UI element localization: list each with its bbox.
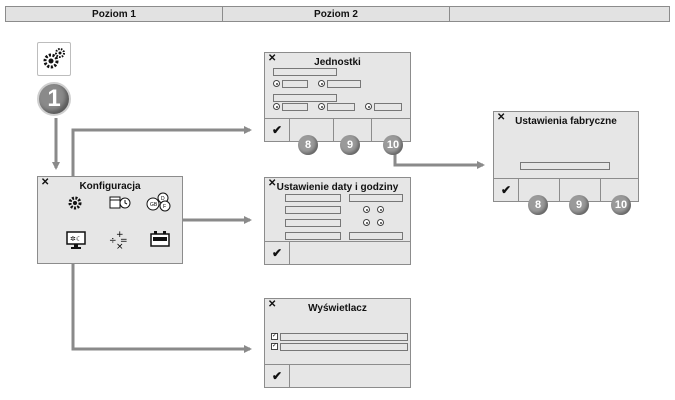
- units-field[interactable]: [282, 80, 308, 88]
- svg-text:✲☾: ✲☾: [70, 235, 82, 243]
- header-col-1-label: Poziom 1: [92, 8, 136, 20]
- svg-text:+: +: [116, 230, 124, 240]
- header-col-2-label: Poziom 2: [314, 8, 358, 20]
- units-badge-8: 8: [298, 135, 318, 155]
- brightness-icon[interactable]: ✲☾: [64, 230, 88, 253]
- datetime-button-row: ✔: [265, 241, 410, 264]
- check-icon: ✔: [271, 123, 283, 137]
- datetime-radio[interactable]: [377, 206, 384, 213]
- factory-badge-8: 8: [528, 195, 548, 215]
- header-col-2: Poziom 2: [223, 6, 450, 22]
- config-close-icon[interactable]: ✕: [41, 177, 50, 188]
- display-ok-button[interactable]: ✔: [265, 365, 290, 387]
- display-window: ✕ Wyświetlacz ✓ ✓ ✔: [264, 298, 411, 388]
- units-button-row: ✔: [265, 118, 410, 141]
- display-title: Wyświetlacz: [308, 303, 367, 314]
- svg-text:D: D: [161, 196, 165, 202]
- datetime-field[interactable]: [349, 232, 403, 240]
- arrow-config-to-units: [71, 126, 252, 192]
- check-icon: ✔: [271, 369, 283, 383]
- datetime-ok-button[interactable]: ✔: [265, 242, 290, 264]
- svg-text:÷: ÷: [109, 236, 117, 246]
- check-icon: ✔: [500, 183, 512, 197]
- units-ok-button[interactable]: ✔: [265, 119, 290, 141]
- units-radio[interactable]: [273, 80, 280, 87]
- datetime-field[interactable]: [285, 206, 341, 214]
- units-radio[interactable]: [365, 103, 372, 110]
- units-radio[interactable]: [273, 103, 280, 110]
- units-window: ✕ Jednostki ✔: [264, 52, 411, 142]
- svg-text:F: F: [163, 204, 166, 210]
- units-field[interactable]: [374, 103, 402, 111]
- svg-text:=: =: [120, 236, 128, 246]
- step-number: 1: [37, 82, 71, 116]
- datetime-close-icon[interactable]: ✕: [268, 178, 277, 189]
- units-icon[interactable]: [65, 194, 85, 215]
- units-button-9[interactable]: [333, 119, 372, 141]
- display-checkbox[interactable]: ✓: [271, 343, 278, 350]
- units-field[interactable]: [282, 103, 308, 111]
- arrow-config-to-display: [71, 248, 252, 353]
- svg-text:×: ×: [116, 242, 124, 249]
- units-radio[interactable]: [318, 80, 325, 87]
- config-title: Konfiguracja: [79, 181, 141, 192]
- factory-ok-button[interactable]: ✔: [494, 179, 519, 201]
- units-close-icon[interactable]: ✕: [268, 53, 277, 64]
- date-time-icon[interactable]: [109, 195, 131, 214]
- datetime-radio[interactable]: [363, 206, 370, 213]
- display-close-icon[interactable]: ✕: [268, 299, 277, 310]
- arrow-units-to-factory: [393, 152, 485, 169]
- datetime-field[interactable]: [285, 194, 341, 202]
- units-badge-10: 10: [383, 135, 403, 155]
- factory-button-row: ✔: [494, 178, 638, 201]
- units-field[interactable]: [273, 94, 337, 102]
- battery-icon[interactable]: [149, 230, 171, 251]
- display-button-row: ✔: [265, 364, 410, 387]
- datetime-window: ✕ Ustawienie daty i godziny ✔: [264, 177, 411, 265]
- gear-icon: [43, 48, 65, 69]
- units-field[interactable]: [273, 68, 337, 76]
- check-icon: ✔: [271, 246, 283, 260]
- header-col-1: Poziom 1: [5, 6, 223, 22]
- factory-button-9[interactable]: [559, 179, 601, 201]
- units-badge-9: 9: [340, 135, 360, 155]
- factory-field[interactable]: [520, 162, 610, 170]
- units-title: Jednostki: [314, 57, 361, 68]
- settings-gear-icon-box[interactable]: [37, 42, 71, 76]
- svg-text:GB: GB: [150, 202, 158, 208]
- display-checkbox[interactable]: ✓: [271, 333, 278, 340]
- units-field[interactable]: [327, 80, 361, 88]
- datetime-radio[interactable]: [377, 219, 384, 226]
- factory-window: ✕ Ustawienia fabryczne ✔: [493, 111, 639, 202]
- datetime-field[interactable]: [349, 194, 403, 202]
- header-col-3: [450, 6, 670, 22]
- factory-badge-10: 10: [611, 195, 631, 215]
- display-field[interactable]: [280, 343, 408, 351]
- datetime-radio[interactable]: [363, 219, 370, 226]
- units-radio[interactable]: [318, 103, 325, 110]
- units-field[interactable]: [327, 103, 355, 111]
- datetime-title: Ustawienie daty i godziny: [276, 182, 399, 193]
- datetime-field[interactable]: [285, 232, 341, 240]
- units-button-8[interactable]: [289, 119, 334, 141]
- factory-title: Ustawienia fabryczne: [515, 116, 617, 127]
- display-field[interactable]: [280, 333, 408, 341]
- calculator-icon[interactable]: +÷=×: [107, 229, 131, 252]
- factory-close-icon[interactable]: ✕: [497, 112, 506, 123]
- factory-button-8[interactable]: [518, 179, 560, 201]
- datetime-field[interactable]: [285, 219, 341, 227]
- factory-badge-9: 9: [569, 195, 589, 215]
